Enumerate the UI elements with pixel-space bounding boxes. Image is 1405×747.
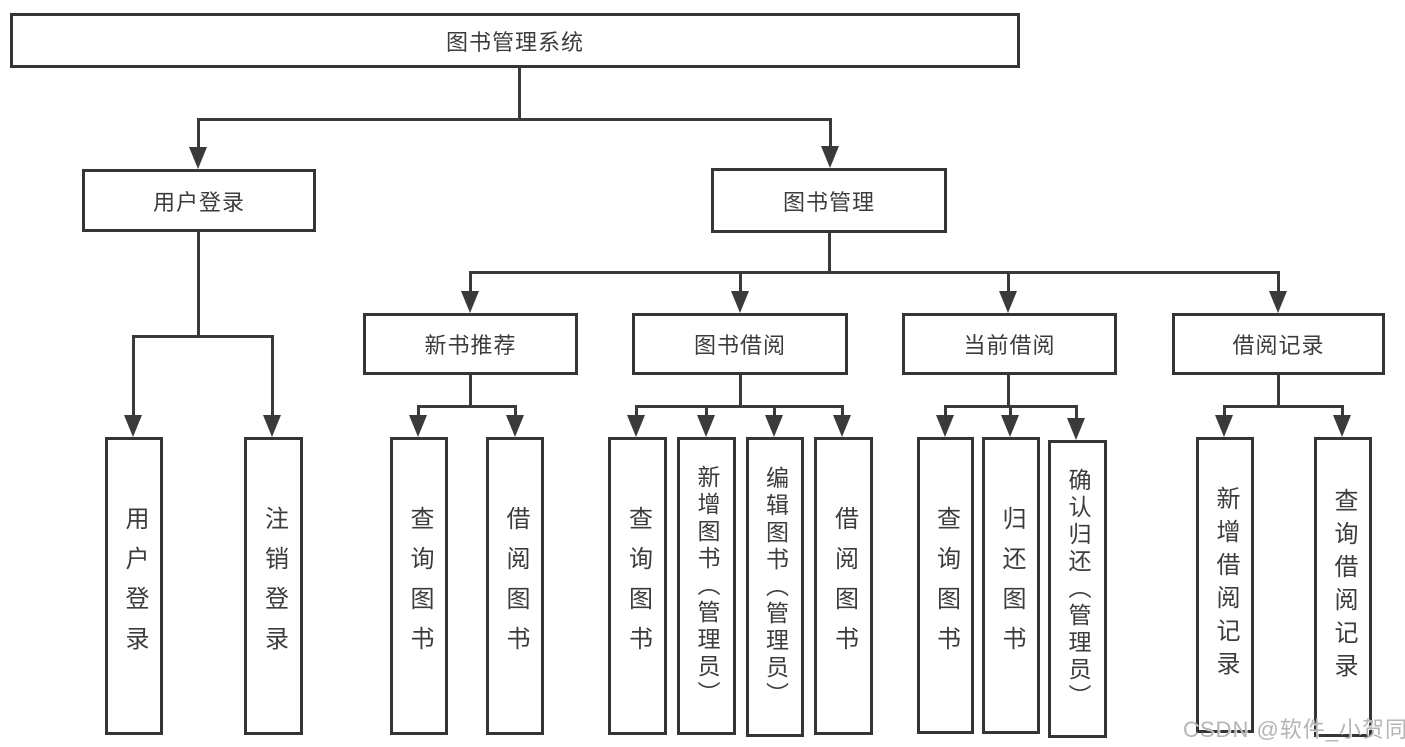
connector-new-book-bus [417,405,517,408]
arrowhead-leaf-user-login [124,415,142,437]
connector-drop-book-management [829,118,832,150]
leaf-confirm-return-admin-label: 确认归还（管理员） [1065,467,1091,711]
node-root: 图书管理系统 [10,13,1020,68]
node-current-borrowing-label: 当前借阅 [963,333,1056,358]
connector-drop-c2 [705,405,708,419]
connector-new-book-stem [469,375,472,407]
connector-drop-leaf-logout [271,335,274,417]
csdn-watermark: CSDN @软件_小贺同学 [1183,717,1405,742]
connector-current-borrowing-stem [1007,375,1010,407]
connector-drop-leaf-user-login [132,335,135,417]
leaf-query-books-current: 查询图书 [917,437,974,734]
connector-borrow-records-stem [1277,375,1280,407]
leaf-edit-books-admin: 编辑图书（管理员） [746,437,804,737]
leaf-query-borrow-record: 查询借阅记录 [1314,437,1372,737]
connector-drop-book-borrowing [739,271,742,293]
leaf-user-login-label: 用户登录 [121,506,148,666]
leaf-query-books-recommend: 查询图书 [390,437,448,735]
arrowhead-book-management [821,146,839,168]
connector-drop-new-book [469,271,472,293]
leaf-query-books-recommend-label: 查询图书 [406,506,433,666]
arrowhead-c2 [697,415,715,437]
connector-drop-current-borrowing [1007,271,1010,293]
leaf-user-login: 用户登录 [105,437,163,735]
connector-borrow-records-bus [1223,405,1344,408]
node-root-label: 图书管理系统 [445,29,584,55]
node-user-login-label: 用户登录 [152,189,245,215]
leaf-query-borrow-record-label: 查询借阅记录 [1330,488,1357,686]
arrowhead-b2 [506,415,524,437]
connector-drop-d2 [1009,405,1012,419]
node-book-management: 图书管理 [711,168,947,233]
connector-user-login-bus [132,335,274,338]
leaf-borrow-books-recommend: 借阅图书 [486,437,544,735]
node-book-borrowing-label: 图书借阅 [693,333,786,358]
leaf-add-borrow-record-label: 新增借阅记录 [1212,486,1239,684]
node-current-borrowing: 当前借阅 [902,313,1117,375]
leaf-borrow-books-label: 借阅图书 [830,506,858,666]
node-borrow-records-label: 借阅记录 [1232,333,1325,358]
node-new-book-recommend: 新书推荐 [363,313,578,375]
arrowhead-new-book [461,291,479,313]
leaf-confirm-return-admin: 确认归还（管理员） [1048,440,1107,738]
node-user-login: 用户登录 [82,169,316,232]
leaf-query-books-borrowing: 查询图书 [608,437,667,735]
arrowhead-user-login [189,147,207,169]
arrowhead-leaf-logout [263,415,281,437]
arrowhead-e1 [1215,415,1233,437]
connector-drop-user-login [197,118,200,150]
leaf-add-borrow-record: 新增借阅记录 [1196,437,1254,733]
connector-drop-d1 [944,405,947,419]
node-new-book-recommend-label: 新书推荐 [424,333,517,358]
connector-book-management-stem [828,233,831,273]
connector-level2-bus [197,118,832,121]
arrowhead-book-borrowing [731,291,749,313]
connector-drop-b1 [417,405,420,419]
connector-user-login-stem [197,232,200,337]
connector-drop-borrow-records [1277,271,1280,293]
leaf-logout: 注销登录 [244,437,303,735]
leaf-query-books-current-label: 查询图书 [932,505,960,666]
arrowhead-borrow-records [1269,291,1287,313]
arrowhead-d3 [1067,418,1085,440]
arrowhead-c4 [833,415,851,437]
connector-book-borrowing-bus [635,405,844,408]
arrowhead-d1 [936,415,954,437]
leaf-return-books: 归还图书 [982,437,1040,734]
connector-drop-c1 [635,405,638,419]
connector-root-stem [518,68,521,120]
arrowhead-d2 [1001,415,1019,437]
leaf-query-books-borrowing-label: 查询图书 [624,506,652,666]
leaf-borrow-books-recommend-label: 借阅图书 [502,506,529,666]
connector-drop-d3 [1075,405,1078,419]
leaf-add-books-admin-label: 新增图书（管理员） [694,464,720,708]
arrowhead-c3 [765,415,783,437]
connector-level3-bus [469,271,1280,274]
arrowhead-c1 [627,415,645,437]
connector-drop-b2 [514,405,517,419]
node-book-borrowing: 图书借阅 [632,313,848,375]
connector-drop-e2 [1341,405,1344,419]
node-book-management-label: 图书管理 [782,189,875,215]
node-borrow-records: 借阅记录 [1172,313,1385,375]
leaf-return-books-label: 归还图书 [998,505,1025,666]
connector-drop-e1 [1223,405,1226,419]
leaf-borrow-books: 借阅图书 [814,437,873,735]
arrowhead-b1 [409,415,427,437]
leaf-logout-label: 注销登录 [260,506,288,666]
connector-book-borrowing-stem [739,375,742,407]
connector-drop-c3 [773,405,776,419]
leaf-add-books-admin: 新增图书（管理员） [677,437,736,735]
leaf-edit-books-admin-label: 编辑图书（管理员） [762,465,789,709]
arrowhead-e2 [1333,415,1351,437]
connector-drop-c4 [841,405,844,419]
arrowhead-current-borrowing [999,291,1017,313]
